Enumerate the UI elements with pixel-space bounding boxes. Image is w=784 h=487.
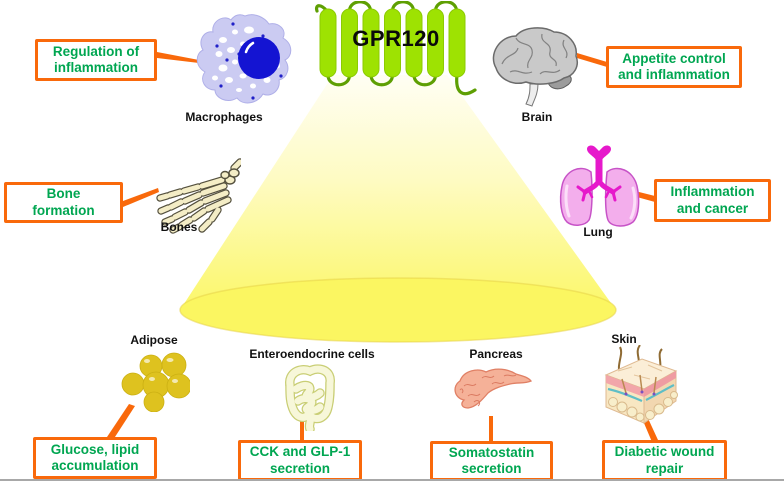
- callout-text: and inflammation: [618, 67, 730, 82]
- callout-glucose-lipid: Glucose, lipid accumulation: [33, 437, 157, 479]
- callout-text: Regulation of: [52, 43, 140, 59]
- connector-enteroendocrine: [300, 421, 304, 441]
- label-brain: Brain: [521, 110, 553, 124]
- callout-text: inflammation: [53, 60, 138, 75]
- pancreas-icon: [454, 368, 533, 409]
- brain-icon: [492, 27, 578, 107]
- gpr120-receptor-icon: [314, 1, 477, 96]
- callout-bone-formation: Bone formation: [4, 182, 123, 223]
- callout-text: repair: [645, 460, 684, 476]
- callout-text: Somatostatin: [448, 444, 535, 460]
- callout-regulation-of-inflammation: Regulation of inflammation: [35, 39, 157, 81]
- callout-text: Glucose, lipid: [50, 441, 140, 457]
- callout-text: secretion: [269, 460, 331, 476]
- label-adipose: Adipose: [130, 333, 178, 347]
- callout-text: and cancer: [676, 200, 749, 216]
- label-pancreas: Pancreas: [469, 347, 523, 361]
- callout-text: secretion: [461, 461, 522, 476]
- callout-somatostatin: Somatostatin secretion: [430, 441, 553, 481]
- callout-appetite-control: Appetite control and inflammation: [606, 46, 742, 88]
- light-cone-icon: [179, 75, 617, 343]
- label-skin: Skin: [611, 332, 637, 346]
- label-enteroendocrine: Enteroendocrine cells: [249, 347, 375, 361]
- callout-text: Bone: [46, 186, 81, 202]
- bottom-divider: [0, 479, 784, 481]
- callout-text: Inflammation: [670, 184, 755, 200]
- macrophage-icon: [196, 14, 292, 104]
- bones-icon: [156, 158, 241, 234]
- connector-adipose: [107, 404, 135, 440]
- callout-text: accumulation: [51, 458, 139, 473]
- receptor-title: GPR120: [352, 26, 440, 51]
- label-bones: Bones: [160, 220, 198, 234]
- intestine-icon: [285, 364, 335, 431]
- connector-pancreas: [489, 416, 493, 443]
- callout-text: formation: [32, 202, 95, 218]
- callout-text: CCK and GLP-1: [249, 444, 351, 460]
- lung-icon: [559, 145, 640, 227]
- connector-brain: [577, 53, 607, 67]
- callout-cck-glp1: CCK and GLP-1 secretion: [238, 440, 362, 481]
- adipose-icon: [121, 352, 190, 412]
- callout-inflammation-cancer: Inflammation and cancer: [654, 179, 771, 222]
- connector-bones: [123, 188, 159, 207]
- label-lung: Lung: [583, 225, 613, 239]
- callout-text: Diabetic wound: [614, 444, 715, 460]
- label-macrophages: Macrophages: [185, 110, 263, 124]
- connector-macrophages: [157, 52, 199, 63]
- skin-icon: [604, 345, 678, 424]
- callout-text: Appetite control: [622, 50, 726, 66]
- callout-diabetic-wound: Diabetic wound repair: [602, 440, 727, 481]
